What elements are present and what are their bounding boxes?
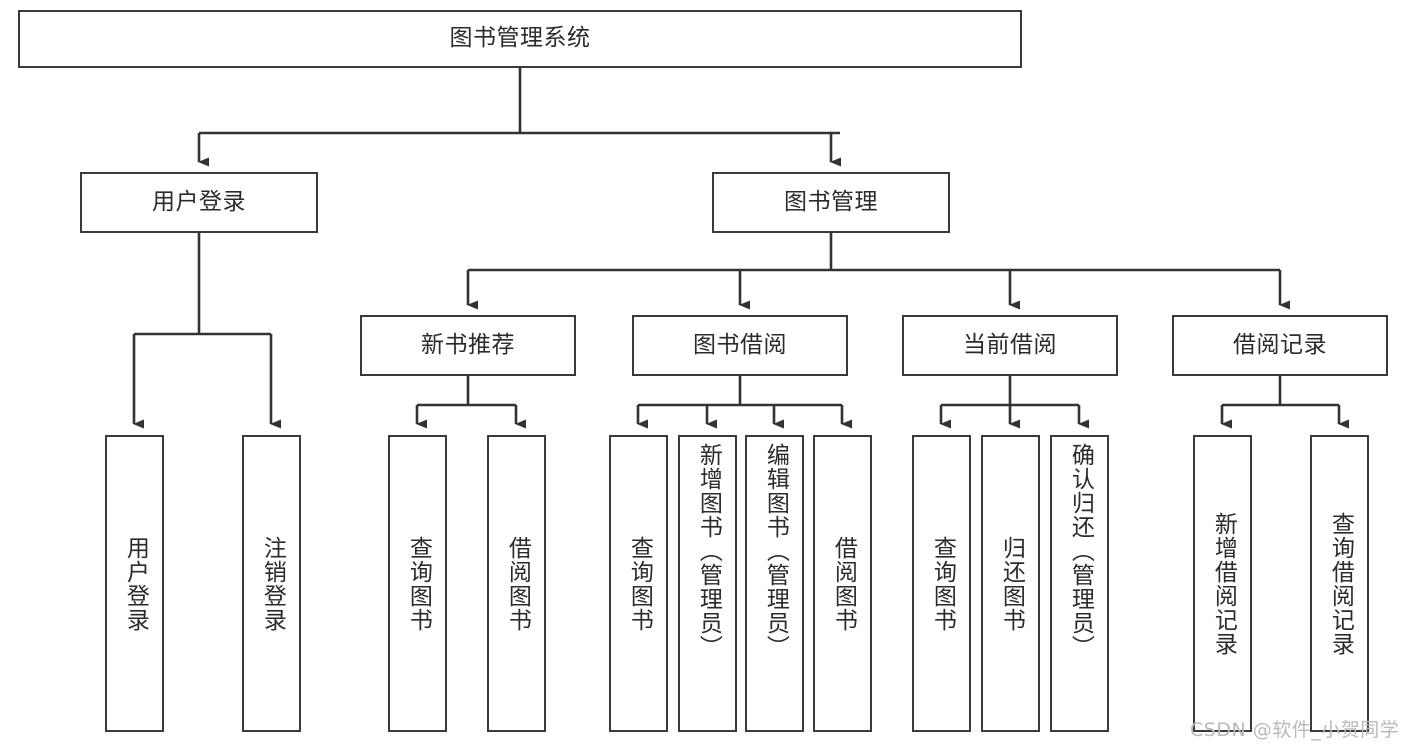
node-leaf-query-book-3[interactable]: 查询图书 (912, 435, 971, 732)
node-user-login[interactable]: 用户登录 (80, 172, 318, 233)
node-leaf-add-record[interactable]: 新增借阅记录 (1193, 435, 1252, 732)
node-leaf-borrow-book-1-label: 借阅图书 (504, 535, 531, 632)
node-borrow-record[interactable]: 借阅记录 (1172, 315, 1388, 376)
node-book-borrow[interactable]: 图书借阅 (632, 315, 848, 376)
node-leaf-add-book-label: 新增图书（管理员） (695, 443, 722, 659)
node-leaf-borrow-book-2-label: 借阅图书 (830, 535, 857, 632)
node-leaf-return-book[interactable]: 归还图书 (981, 435, 1040, 732)
node-leaf-add-book[interactable]: 新增图书（管理员） (678, 435, 737, 732)
node-leaf-logout-label: 注销登录 (259, 535, 286, 632)
node-leaf-user-login-label: 用户登录 (122, 535, 149, 632)
node-leaf-query-book-3-label: 查询图书 (929, 535, 956, 632)
node-leaf-query-book-2[interactable]: 查询图书 (609, 435, 668, 732)
node-book-manage-label: 图书管理 (784, 188, 878, 215)
node-leaf-edit-book-label: 编辑图书（管理员） (762, 443, 789, 659)
node-leaf-query-book-1[interactable]: 查询图书 (388, 435, 447, 732)
node-leaf-query-record-label: 查询借阅记录 (1327, 511, 1354, 656)
node-user-login-label: 用户登录 (152, 188, 246, 215)
node-book-manage[interactable]: 图书管理 (712, 172, 950, 233)
node-current-borrow-label: 当前借阅 (963, 331, 1057, 358)
node-leaf-query-book-1-label: 查询图书 (405, 535, 432, 632)
node-leaf-confirm-return-label: 确认归还（管理员） (1067, 443, 1094, 659)
node-leaf-add-record-label: 新增借阅记录 (1210, 511, 1237, 656)
node-new-book-rec[interactable]: 新书推荐 (360, 315, 576, 376)
node-leaf-query-record[interactable]: 查询借阅记录 (1310, 435, 1369, 732)
node-borrow-record-label: 借阅记录 (1233, 331, 1327, 358)
node-root[interactable]: 图书管理系统 (18, 10, 1022, 68)
node-leaf-return-book-label: 归还图书 (998, 535, 1025, 632)
node-leaf-confirm-return[interactable]: 确认归还（管理员） (1050, 435, 1109, 732)
node-leaf-borrow-book-1[interactable]: 借阅图书 (487, 435, 546, 732)
node-leaf-borrow-book-2[interactable]: 借阅图书 (813, 435, 872, 732)
node-leaf-user-login[interactable]: 用户登录 (105, 435, 164, 732)
node-root-label: 图书管理系统 (449, 25, 591, 52)
node-current-borrow[interactable]: 当前借阅 (902, 315, 1118, 376)
node-leaf-logout[interactable]: 注销登录 (242, 435, 301, 732)
node-new-book-rec-label: 新书推荐 (421, 331, 515, 358)
node-book-borrow-label: 图书借阅 (693, 331, 787, 358)
node-leaf-edit-book[interactable]: 编辑图书（管理员） (745, 435, 804, 732)
node-leaf-query-book-2-label: 查询图书 (626, 535, 653, 632)
